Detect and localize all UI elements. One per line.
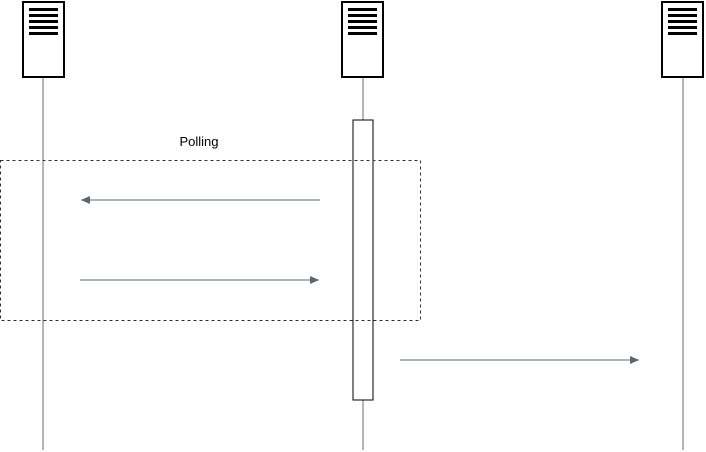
server-icon — [341, 1, 384, 78]
polling-frame — [0, 160, 421, 321]
server-icon — [661, 1, 704, 78]
activation-bar — [352, 119, 374, 401]
polling-frame-label: Polling — [179, 134, 218, 149]
server-icon — [22, 1, 65, 78]
